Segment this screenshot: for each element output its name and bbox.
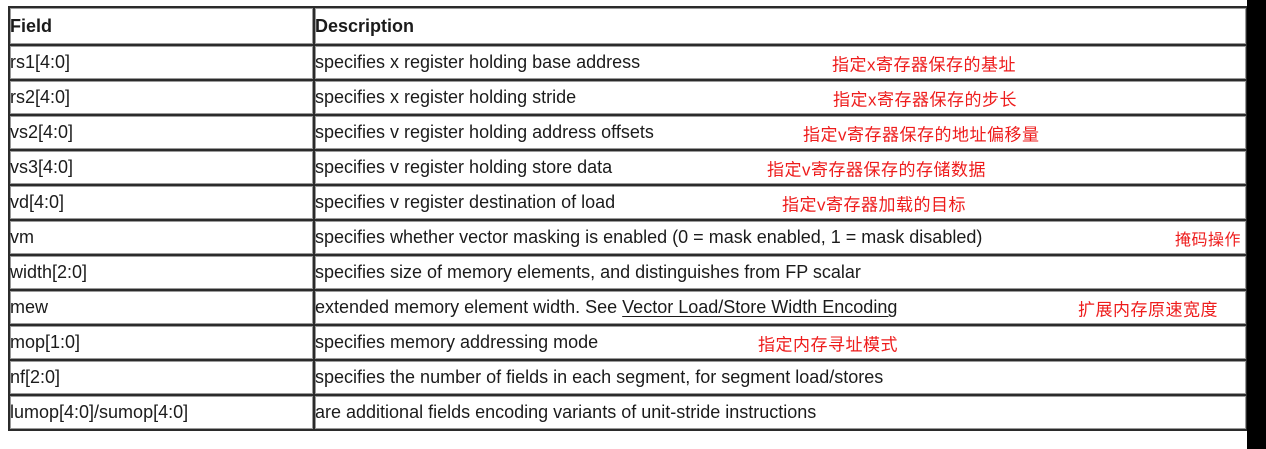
field-cell: mop[1:0] — [8, 324, 315, 361]
chinese-annotation: 指定v寄存器加载的目标 — [782, 195, 966, 214]
dark-background-edge-strip — [1247, 0, 1266, 449]
description-text: are additional fields encoding variants … — [315, 402, 817, 422]
field-column-header: Field — [8, 6, 315, 46]
field-cell: rs2[4:0] — [8, 79, 315, 116]
field-cell: vm — [8, 219, 315, 256]
vector-load-store-width-encoding-link[interactable]: Vector Load/Store Width Encoding — [622, 297, 898, 317]
table-row: mew extended memory element width. See V… — [8, 289, 1248, 326]
description-text: specifies the number of fields in each s… — [315, 367, 884, 387]
table-row: vs3[4:0] specifies v register holding st… — [8, 149, 1248, 186]
description-cell: specifies x register holding base addres… — [313, 44, 1248, 81]
chinese-annotation: 掩码操作 — [1175, 231, 1242, 249]
field-cell: vs3[4:0] — [8, 149, 315, 186]
description-cell: specifies v register holding store data 指… — [313, 149, 1248, 186]
table-row: width[2:0] specifies size of memory elem… — [8, 254, 1248, 291]
field-cell: nf[2:0] — [8, 359, 315, 396]
field-cell: vd[4:0] — [8, 184, 315, 221]
table-row: rs1[4:0] specifies x register holding ba… — [8, 44, 1248, 81]
field-description-table: Field Description rs1[4:0] specifies x r… — [8, 6, 1248, 431]
table-row: rs2[4:0] specifies x register holding st… — [8, 79, 1248, 116]
description-text: specifies size of memory elements, and d… — [315, 262, 861, 282]
description-text: specifies whether vector masking is enab… — [315, 227, 983, 247]
chinese-annotation: 指定x寄存器保存的步长 — [833, 90, 1017, 109]
chinese-annotation: 指定v寄存器保存的地址偏移量 — [803, 125, 1040, 144]
description-cell: specifies x register holding stride 指定x寄存… — [313, 79, 1248, 116]
table-row: lumop[4:0]/sumop[4:0] are additional fie… — [8, 394, 1248, 431]
description-text: specifies v register holding address off… — [315, 122, 654, 142]
field-cell: width[2:0] — [8, 254, 315, 291]
description-cell: specifies the number of fields in each s… — [313, 359, 1248, 396]
table-row: vm specifies whether vector masking is e… — [8, 219, 1248, 256]
field-cell: lumop[4:0]/sumop[4:0] — [8, 394, 315, 431]
description-cell: extended memory element width. See Vecto… — [313, 289, 1248, 326]
description-text: specifies x register holding stride — [315, 87, 577, 107]
field-cell: rs1[4:0] — [8, 44, 315, 81]
description-cell: specifies v register destination of load… — [313, 184, 1248, 221]
description-text: extended memory element width. See — [315, 297, 623, 317]
description-cell: specifies v register holding address off… — [313, 114, 1248, 151]
description-cell: are additional fields encoding variants … — [313, 394, 1248, 431]
table-row: vs2[4:0] specifies v register holding ad… — [8, 114, 1248, 151]
description-column-header: Description — [313, 6, 1248, 46]
table-row: mop[1:0] specifies memory addressing mod… — [8, 324, 1248, 361]
description-cell: specifies whether vector masking is enab… — [313, 219, 1248, 256]
chinese-annotation: 指定内存寻址模式 — [758, 335, 898, 354]
field-cell: vs2[4:0] — [8, 114, 315, 151]
chinese-annotation: 指定v寄存器保存的存储数据 — [767, 160, 986, 179]
table-row: vd[4:0] specifies v register destination… — [8, 184, 1248, 221]
table-header-row: Field Description — [8, 6, 1248, 46]
chinese-annotation: 指定x寄存器保存的基址 — [832, 55, 1016, 74]
description-text: specifies memory addressing mode — [315, 332, 599, 352]
description-text: specifies v register holding store data — [315, 157, 613, 177]
description-cell: specifies memory addressing mode 指定内存寻址模式 — [313, 324, 1248, 361]
chinese-annotation: 扩展内存原速宽度 — [1078, 300, 1218, 319]
description-cell: specifies size of memory elements, and d… — [313, 254, 1248, 291]
field-cell: mew — [8, 289, 315, 326]
table-row: nf[2:0] specifies the number of fields i… — [8, 359, 1248, 396]
description-text: specifies x register holding base addres… — [315, 52, 641, 72]
description-text: specifies v register destination of load — [315, 192, 616, 212]
